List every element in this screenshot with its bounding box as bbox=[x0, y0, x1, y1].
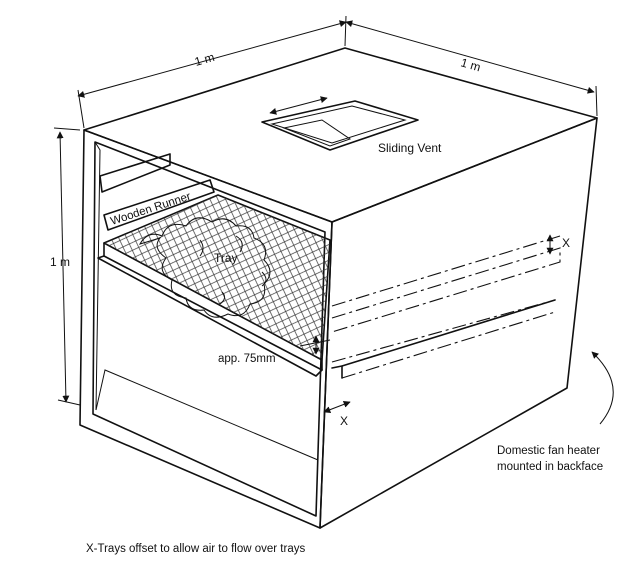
dim-label-height: 1 m bbox=[50, 255, 70, 269]
front-opening bbox=[92, 141, 326, 517]
dimension-height bbox=[53, 127, 81, 406]
heater-label-line1: Domestic fan heater bbox=[497, 445, 600, 457]
upper-runner bbox=[99, 153, 171, 193]
heater-location-arrow bbox=[591, 351, 614, 425]
cabinet-body bbox=[79, 47, 598, 529]
offset-x-bottom-marker bbox=[323, 400, 351, 414]
tray-gap-dimension bbox=[299, 335, 331, 355]
sliding-vent bbox=[261, 96, 419, 151]
caption: X-Trays offset to allow air to flow over… bbox=[86, 543, 305, 555]
offset-tray-outline bbox=[331, 235, 561, 379]
wooden-runner bbox=[103, 179, 215, 231]
sliding-vent-label: Sliding Vent bbox=[378, 141, 442, 155]
tray-gap-label: app. 75mm bbox=[218, 353, 276, 365]
heater-label-line2: mounted in backface bbox=[497, 461, 603, 473]
dimension-width-left bbox=[77, 20, 347, 129]
dim-label-width-left: 1 m bbox=[193, 50, 216, 69]
offset-x-bottom-label: X bbox=[340, 414, 348, 428]
offset-x-right-label: X bbox=[562, 236, 570, 250]
dimension-width-right bbox=[344, 15, 598, 117]
vent-slide-arrow bbox=[269, 96, 328, 115]
dim-label-width-right: 1 m bbox=[459, 55, 482, 74]
tray-label: Tray bbox=[214, 251, 238, 265]
cabinet-side-face bbox=[319, 117, 598, 529]
